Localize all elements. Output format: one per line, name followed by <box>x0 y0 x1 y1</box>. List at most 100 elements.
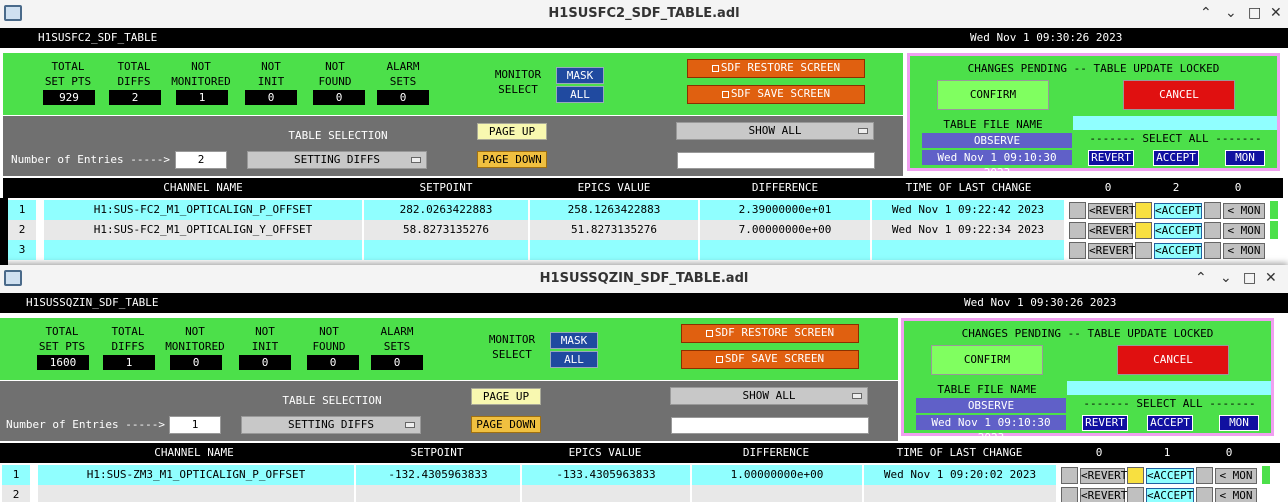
revert-button[interactable]: <REVERT <box>1088 243 1136 259</box>
mon-checkbox[interactable] <box>1196 467 1213 484</box>
restore-icon[interactable]: ⌄ <box>1220 270 1232 286</box>
accept-checkbox[interactable] <box>1135 222 1152 239</box>
close-icon[interactable]: ✕ <box>1270 5 1282 21</box>
page-down-button[interactable]: PAGE DOWN <box>477 151 547 168</box>
accept-checkbox[interactable] <box>1127 467 1144 484</box>
table-row[interactable]: 1 H1:SUS-ZM3_M1_OPTICALIGN_P_OFFSET -132… <box>2 465 1276 485</box>
revert-button[interactable]: <REVERT <box>1088 203 1136 219</box>
dropdown-icon <box>411 157 421 163</box>
page-up-button[interactable]: PAGE UP <box>471 388 541 405</box>
revert-button[interactable]: <REVERT <box>1080 488 1128 502</box>
cancel-button[interactable]: CANCEL <box>1117 345 1229 375</box>
select-all-accept-button[interactable]: ACCEPT <box>1153 150 1199 166</box>
mon-checkbox[interactable] <box>1204 222 1221 239</box>
table-file-name-label: TABLE FILE NAME <box>943 118 1043 131</box>
col-setpoint: SETPOINT <box>410 446 464 459</box>
table-row[interactable]: 2 H1:SUS-FC2_M1_OPTICALIGN_Y_OFFSET 58.8… <box>8 220 1280 240</box>
revert-checkbox[interactable] <box>1069 242 1086 259</box>
revert-checkbox[interactable] <box>1069 222 1086 239</box>
changes-pending-panel: CHANGES PENDING -- TABLE UPDATE LOCKED C… <box>907 53 1280 179</box>
select-all-mon-button[interactable]: MON <box>1219 415 1259 431</box>
close-icon[interactable]: ✕ <box>1265 270 1277 286</box>
setting-diffs-select[interactable]: SETTING DIFFS <box>247 151 427 169</box>
table-row[interactable]: 2 <REVERT <ACCEPT < MON <box>2 485 1276 502</box>
all-button[interactable]: ALL <box>550 351 598 368</box>
accept-button[interactable]: <ACCEPT <box>1154 243 1202 259</box>
table-selection-label: TABLE SELECTION <box>282 394 382 407</box>
mon-button[interactable]: < MON <box>1223 243 1265 259</box>
stat-not-monitored-value: 0 <box>170 355 222 370</box>
sdf-save-screen-button[interactable]: SDF SAVE SCREEN <box>687 85 865 104</box>
row-status-indicator <box>1270 221 1278 239</box>
accept-checkbox[interactable] <box>1127 487 1144 502</box>
maximize-icon[interactable]: □ <box>1243 270 1257 286</box>
mask-button[interactable]: MASK <box>550 332 598 349</box>
table-row[interactable]: 3 <REVERT <ACCEPT < MON <box>8 240 1280 260</box>
entries-input[interactable]: 1 <box>169 416 221 434</box>
row-epics-value: 258.1263422883 <box>530 200 698 220</box>
mon-checkbox[interactable] <box>1204 202 1221 219</box>
sdf-restore-screen-button[interactable]: SDF RESTORE SCREEN <box>681 324 859 343</box>
mask-button[interactable]: MASK <box>556 67 604 84</box>
accept-checkbox[interactable] <box>1135 202 1152 219</box>
sdf-restore-screen-button[interactable]: SDF RESTORE SCREEN <box>687 59 865 78</box>
revert-button[interactable]: <REVERT <box>1088 223 1136 239</box>
window-titlebar[interactable]: H1SUSSQZIN_SDF_TABLE.adl ⌃ ⌄ □ ✕ <box>0 265 1288 293</box>
mon-button[interactable]: < MON <box>1223 223 1265 239</box>
accept-checkbox[interactable] <box>1135 242 1152 259</box>
restore-icon[interactable]: ⌄ <box>1225 5 1237 21</box>
select-all-accept-button[interactable]: ACCEPT <box>1147 415 1193 431</box>
window-titlebar[interactable]: H1SUSFC2_SDF_TABLE.adl ⌃ ⌄ □ ✕ <box>0 0 1288 28</box>
entries-input[interactable]: 2 <box>175 151 227 169</box>
select-all-revert-button[interactable]: REVERT <box>1082 415 1128 431</box>
stat-not-init-value: 0 <box>245 90 297 105</box>
select-all-revert-button[interactable]: REVERT <box>1088 150 1134 166</box>
mon-checkbox[interactable] <box>1204 242 1221 259</box>
mon-button[interactable]: < MON <box>1215 468 1257 484</box>
col-epics-value: EPICS VALUE <box>577 181 651 194</box>
minimize-icon[interactable]: ⌃ <box>1200 5 1212 21</box>
revert-checkbox[interactable] <box>1061 487 1078 502</box>
sdf-save-screen-button[interactable]: SDF SAVE SCREEN <box>681 350 859 369</box>
show-all-select[interactable]: SHOW ALL <box>670 387 868 405</box>
accept-button[interactable]: <ACCEPT <box>1154 203 1202 219</box>
setting-diffs-select[interactable]: SETTING DIFFS <box>241 416 421 434</box>
confirm-button[interactable]: CONFIRM <box>931 345 1043 375</box>
mon-button[interactable]: < MON <box>1223 203 1265 219</box>
select-all-mon-button[interactable]: MON <box>1225 150 1265 166</box>
mon-checkbox[interactable] <box>1196 487 1213 502</box>
revert-button[interactable]: <REVERT <box>1080 468 1128 484</box>
table-row[interactable]: 1 H1:SUS-FC2_M1_OPTICALIGN_P_OFFSET 282.… <box>8 200 1280 220</box>
accept-button[interactable]: <ACCEPT <box>1146 488 1194 502</box>
col-difference: DIFFERENCE <box>742 446 810 459</box>
confirm-button[interactable]: CONFIRM <box>937 80 1049 110</box>
maximize-icon[interactable]: □ <box>1248 5 1262 21</box>
entries-label: Number of Entries -----> <box>6 418 165 431</box>
col-channel-name: CHANNEL NAME <box>163 181 243 194</box>
accept-button[interactable]: <ACCEPT <box>1154 223 1202 239</box>
page-down-button[interactable]: PAGE DOWN <box>471 416 541 433</box>
revert-checkbox[interactable] <box>1069 202 1086 219</box>
cancel-button[interactable]: CANCEL <box>1123 80 1235 110</box>
minimize-icon[interactable]: ⌃ <box>1195 270 1207 286</box>
filter-input[interactable] <box>677 152 875 169</box>
row-channel-name: H1:SUS-FC2_M1_OPTICALIGN_P_OFFSET <box>44 200 362 220</box>
dropdown-icon <box>858 128 868 134</box>
accept-button[interactable]: <ACCEPT <box>1146 468 1194 484</box>
page-up-button[interactable]: PAGE UP <box>477 123 547 140</box>
row-difference <box>692 485 862 502</box>
mon-button[interactable]: < MON <box>1215 488 1257 502</box>
revert-checkbox[interactable] <box>1061 467 1078 484</box>
filter-input[interactable] <box>671 417 869 434</box>
all-button[interactable]: ALL <box>556 86 604 103</box>
row-number: 2 <box>8 220 36 240</box>
row-number: 2 <box>2 485 30 502</box>
stat-alarm-sets-value: 0 <box>371 355 423 370</box>
show-all-select[interactable]: SHOW ALL <box>676 122 874 140</box>
